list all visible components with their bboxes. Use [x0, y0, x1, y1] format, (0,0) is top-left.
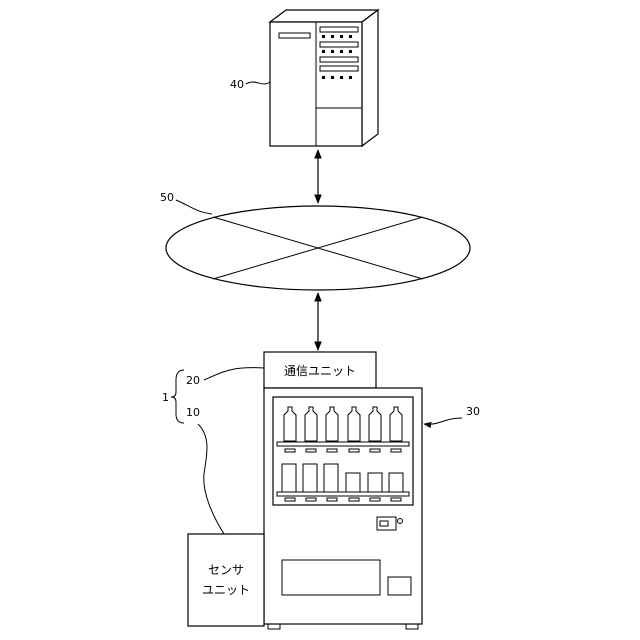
comm-unit-label: 通信ユニット [284, 364, 356, 378]
comm-unit: 通信ユニット [264, 352, 376, 388]
network-leader-line [176, 200, 212, 214]
sensor-unit-leader-line [198, 424, 224, 534]
comm-unit-leader-line [204, 368, 264, 380]
server-ref-label: 40 [230, 78, 244, 91]
sensor-unit-label-line1: センサ [208, 563, 244, 577]
server-top-face [270, 10, 378, 22]
comm-unit-ref-label: 20 [186, 374, 200, 387]
sensor-unit-label-line2: ユニット [202, 583, 250, 597]
network-cloud [166, 206, 470, 290]
vending-machine-foot-right [406, 624, 418, 629]
server-computer [270, 10, 378, 146]
sensor-unit: センサ ユニット [188, 534, 264, 626]
network-ref-label: 50 [160, 191, 174, 204]
system-ref-label: 1 [162, 391, 169, 404]
vending-machine-leader-arrow [424, 418, 462, 424]
sensor-unit-box [188, 534, 264, 626]
sensor-unit-ref-label: 10 [186, 406, 200, 419]
vending-machine [264, 388, 422, 629]
server-leader-line [246, 82, 270, 84]
system-brace [171, 370, 184, 423]
vending-machine-foot-left [268, 624, 280, 629]
vending-machine-ref-label: 30 [466, 405, 480, 418]
server-side-face [362, 10, 378, 146]
